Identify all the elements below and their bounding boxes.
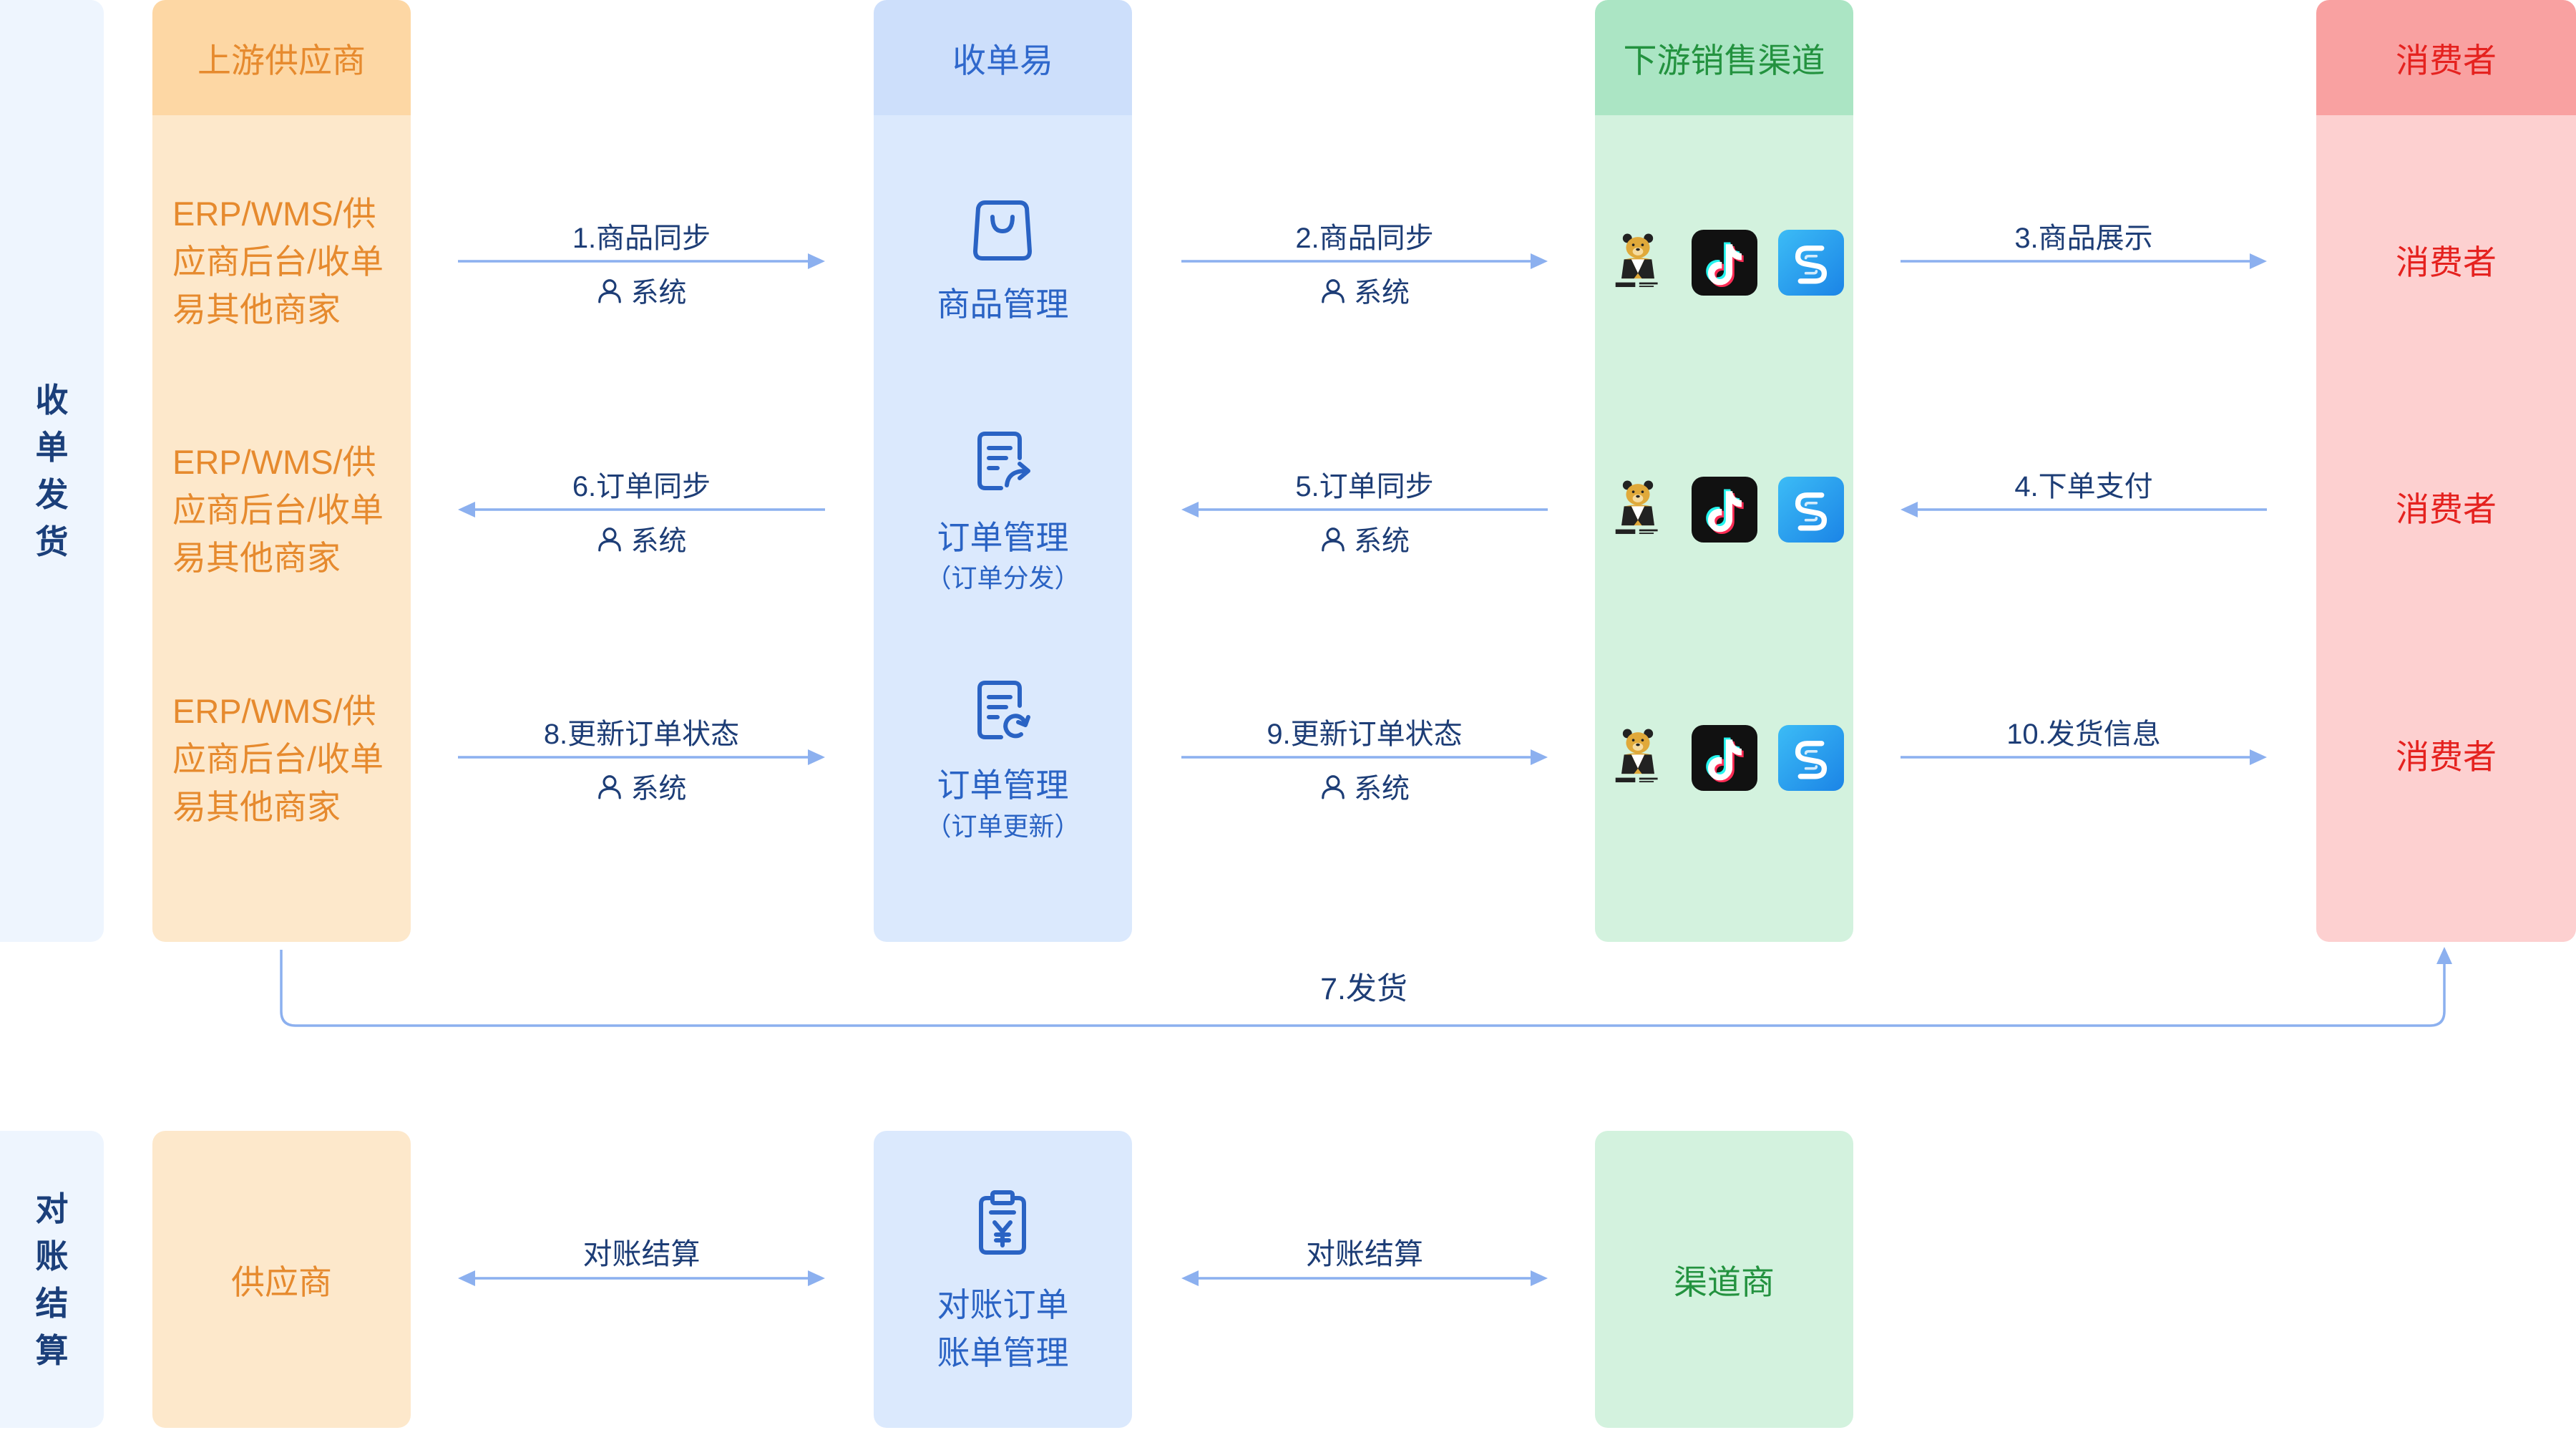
- clipboard-yen-icon: [979, 1190, 1026, 1255]
- column-upstream: 上游供应商: [152, 0, 411, 942]
- order-update-icon: [977, 681, 1030, 739]
- upstream-line: ERP/WMS/供: [172, 692, 376, 730]
- column-consumer: 消费者: [2316, 0, 2576, 942]
- settlement-flow-label-2: 对账结算: [1306, 1237, 1423, 1270]
- column-platform-header: 收单易: [874, 0, 1132, 115]
- section-fulfillment-label: 收单发货: [35, 381, 69, 560]
- shipping-label: 7.发货: [1320, 972, 1407, 1006]
- settlement-supplier-label: 供应商: [231, 1263, 332, 1301]
- order-dispatch-icon: [977, 432, 1030, 490]
- flow-actor-label: 系统: [1353, 774, 1410, 804]
- shopping-bag-icon: [973, 200, 1032, 261]
- flow-actor-9: 系统: [1181, 769, 1548, 804]
- flow-actor-8: 系统: [458, 769, 825, 804]
- platform-sublabel-update: （订单更新）: [925, 812, 1080, 841]
- arrow-8: [458, 749, 825, 765]
- flow-actor-label: 系统: [1353, 526, 1410, 557]
- flow-actor-label: 系统: [630, 278, 687, 308]
- settlement-platform-line: 对账订单: [937, 1286, 1069, 1323]
- flow-actor-label: 系统: [630, 774, 687, 804]
- column-upstream-header: 上游供应商: [152, 0, 411, 115]
- flow-label-10: 10.发货信息: [2006, 719, 2161, 750]
- arrow-2: [1181, 253, 1548, 269]
- column-consumer-body: [2316, 115, 2576, 942]
- upstream-systems-row-2: ERP/WMS/供 应商后台/收单 易其他商家: [172, 438, 409, 582]
- flow-actor-6: 系统: [458, 522, 825, 557]
- upstream-systems-row-1: ERP/WMS/供 应商后台/收单 易其他商家: [172, 190, 409, 334]
- arrow-settlement-2: [1181, 1270, 1548, 1286]
- flow-actor-2: 系统: [1181, 273, 1548, 308]
- flow-label-2: 2.商品同步: [1295, 223, 1434, 254]
- upstream-line: 易其他商家: [172, 291, 341, 329]
- platform-label-order: 订单管理: [937, 767, 1069, 804]
- settlement-platform-label: 对账订单 账单管理: [874, 1281, 1132, 1377]
- arrow-5: [1181, 502, 1548, 517]
- arrow-4: [1901, 502, 2267, 517]
- arrow-3: [1901, 253, 2267, 269]
- arrow-1: [458, 253, 825, 269]
- flow-label-6: 6.订单同步: [572, 471, 711, 502]
- settlement-channel-box: 渠道商: [1595, 1131, 1853, 1428]
- upstream-systems-row-3: ERP/WMS/供 应商后台/收单 易其他商家: [172, 687, 409, 831]
- upstream-line: 易其他商家: [172, 788, 341, 826]
- settlement-supplier-box: 供应商: [152, 1131, 411, 1428]
- flow-label-9: 9.更新订单状态: [1267, 719, 1463, 750]
- section-fulfillment: 收单发货: [0, 0, 104, 942]
- consumer-label: 消费者: [2396, 738, 2497, 776]
- column-consumer-header: 消费者: [2316, 0, 2576, 115]
- column-platform-body: [874, 115, 1132, 942]
- arrow-settlement-1: [458, 1270, 825, 1286]
- settlement-platform-line: 账单管理: [937, 1334, 1069, 1371]
- arrow-10: [1901, 749, 2267, 765]
- arrow-6: [458, 502, 825, 517]
- flow-label-5: 5.订单同步: [1295, 471, 1434, 502]
- section-settlement-label: 对账结算: [35, 1190, 69, 1369]
- flow-label-3: 3.商品展示: [2014, 223, 2153, 254]
- column-downstream-header: 下游销售渠道: [1595, 0, 1853, 115]
- platform-label-order: 订单管理: [937, 519, 1069, 556]
- consumer-label: 消费者: [2396, 243, 2497, 281]
- settlement-channel-label: 渠道商: [1674, 1263, 1775, 1301]
- settlement-platform-box: [874, 1131, 1132, 1428]
- flow-actor-label: 系统: [630, 526, 687, 557]
- section-settlement: 对账结算: [0, 1131, 104, 1428]
- flow-label-8: 8.更新订单状态: [543, 719, 740, 750]
- flow-actor-1: 系统: [458, 273, 825, 308]
- flow-label-4: 4.下单支付: [2014, 471, 2153, 502]
- upstream-line: ERP/WMS/供: [172, 443, 376, 481]
- platform-label-product: 商品管理: [937, 286, 1069, 323]
- arrow-9: [1181, 749, 1548, 765]
- flow-label-1: 1.商品同步: [572, 223, 711, 254]
- arrow-7-shipping: [280, 947, 2452, 1027]
- upstream-line: 应商后台/收单: [172, 740, 384, 778]
- consumer-label: 消费者: [2396, 490, 2497, 528]
- upstream-line: 应商后台/收单: [172, 491, 384, 529]
- settlement-flow-label-1: 对账结算: [582, 1237, 701, 1270]
- column-platform: 收单易: [874, 0, 1132, 942]
- upstream-line: 应商后台/收单: [172, 243, 384, 281]
- flow-actor-label: 系统: [1353, 278, 1410, 308]
- platform-sublabel-dispatch: （订单分发）: [925, 563, 1080, 593]
- column-upstream-body: [152, 115, 411, 942]
- upstream-line: 易其他商家: [172, 539, 341, 577]
- upstream-line: ERP/WMS/供: [172, 195, 376, 233]
- flow-actor-5: 系统: [1181, 522, 1548, 557]
